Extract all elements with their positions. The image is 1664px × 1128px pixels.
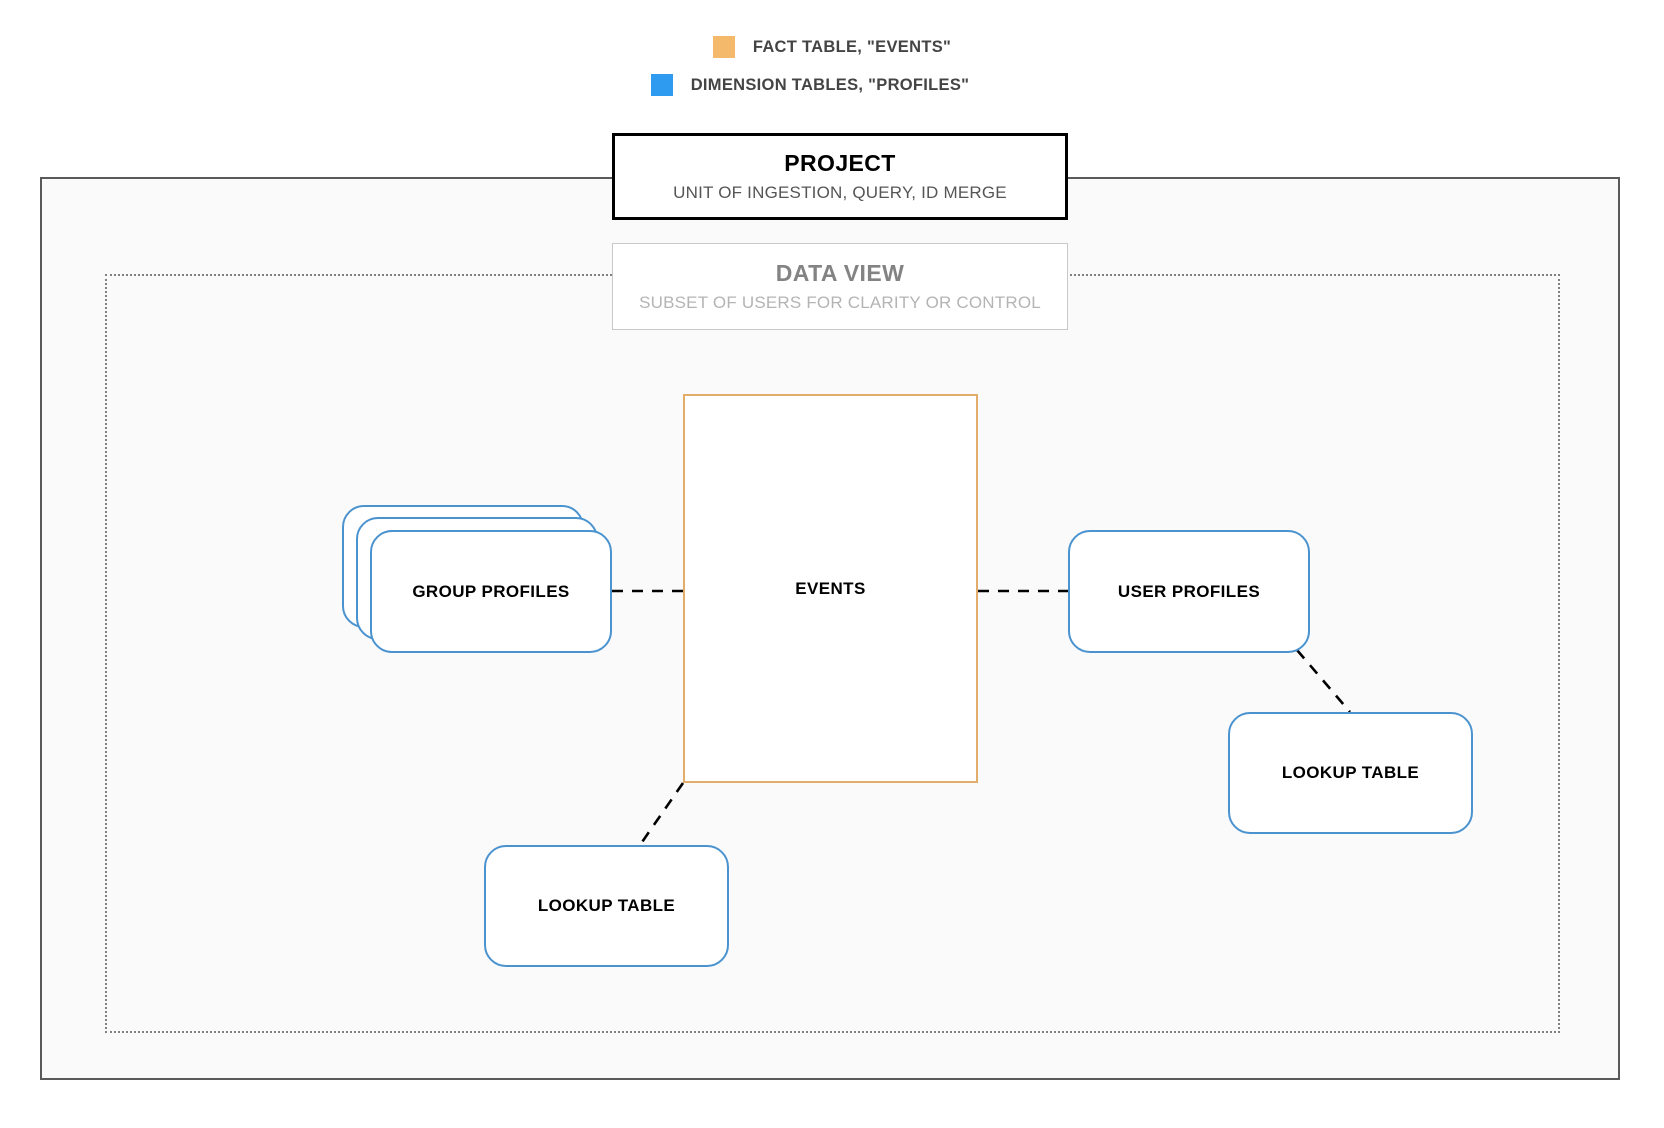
legend-label-dimension-tables: DIMENSION TABLES, "PROFILES" <box>690 75 970 94</box>
node-group-profiles-label: GROUP PROFILES <box>412 581 570 601</box>
node-lookup-table-right[interactable]: LOOKUP TABLE <box>1228 712 1473 834</box>
orange-square-swatch <box>712 36 735 58</box>
data-view-header-box: DATA VIEW SUBSET OF USERS FOR CLARITY OR… <box>612 243 1068 330</box>
legend-row-dimension-tables: DIMENSION TABLES, "PROFILES" <box>0 66 1664 104</box>
node-user-profiles[interactable]: USER PROFILES <box>1068 530 1310 653</box>
project-title: PROJECT <box>784 150 896 176</box>
node-user-profiles-label: USER PROFILES <box>1117 581 1261 601</box>
node-events[interactable]: EVENTS <box>683 394 978 783</box>
legend-label-fact-table: FACT TABLE, "EVENTS" <box>752 37 952 56</box>
project-subtitle: UNIT OF INGESTION, QUERY, ID MERGE <box>673 183 1007 202</box>
node-lookup-table-left-label: LOOKUP TABLE <box>537 896 676 915</box>
legend: FACT TABLE, "EVENTS" DIMENSION TABLES, "… <box>0 28 1664 104</box>
group-profiles-stack-card-front[interactable]: GROUP PROFILES <box>370 530 612 653</box>
data-view-subtitle: SUBSET OF USERS FOR CLARITY OR CONTROL <box>639 293 1041 312</box>
blue-square-swatch <box>650 74 673 96</box>
legend-row-fact-table: FACT TABLE, "EVENTS" <box>0 28 1664 66</box>
data-view-title: DATA VIEW <box>775 260 905 286</box>
node-events-label: EVENTS <box>795 578 866 598</box>
project-header-box: PROJECT UNIT OF INGESTION, QUERY, ID MER… <box>612 133 1068 220</box>
node-lookup-table-left[interactable]: LOOKUP TABLE <box>484 845 729 967</box>
node-lookup-table-right-label: LOOKUP TABLE <box>1281 763 1420 782</box>
